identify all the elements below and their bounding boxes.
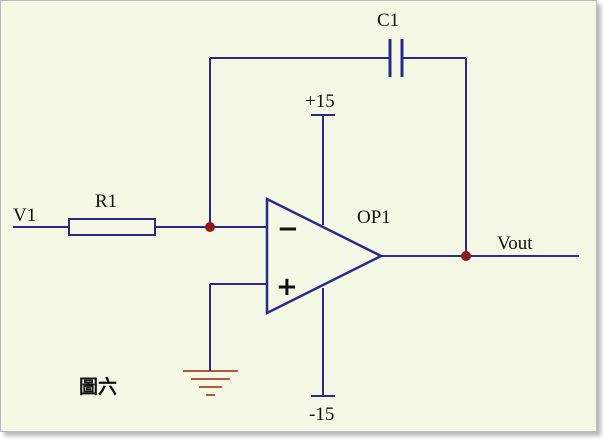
positive-supply-label: +15 bbox=[305, 91, 335, 112]
opamp-op1-triangle bbox=[265, 196, 384, 316]
junction-input bbox=[205, 222, 215, 232]
capacitor-label: C1 bbox=[377, 10, 399, 31]
resistor-r1-body bbox=[68, 218, 156, 236]
capacitor-c1 bbox=[388, 39, 404, 77]
junction-output bbox=[461, 251, 471, 261]
diagram-frame: V1 R1 C1 OP1 Vout +15 -15 − + 圖六 bbox=[0, 0, 597, 432]
inverting-input-sign: − bbox=[277, 214, 299, 244]
input-label: V1 bbox=[13, 205, 36, 226]
noninverting-input-sign: + bbox=[276, 272, 298, 302]
wires bbox=[13, 57, 579, 397]
output-label: Vout bbox=[497, 233, 533, 254]
negative-supply-label: -15 bbox=[309, 404, 334, 425]
ground-symbol bbox=[183, 370, 238, 396]
figure-caption: 圖六 bbox=[79, 375, 117, 398]
junctions bbox=[205, 222, 471, 261]
resistor-label: R1 bbox=[95, 191, 117, 212]
opamp-label: OP1 bbox=[357, 207, 391, 228]
